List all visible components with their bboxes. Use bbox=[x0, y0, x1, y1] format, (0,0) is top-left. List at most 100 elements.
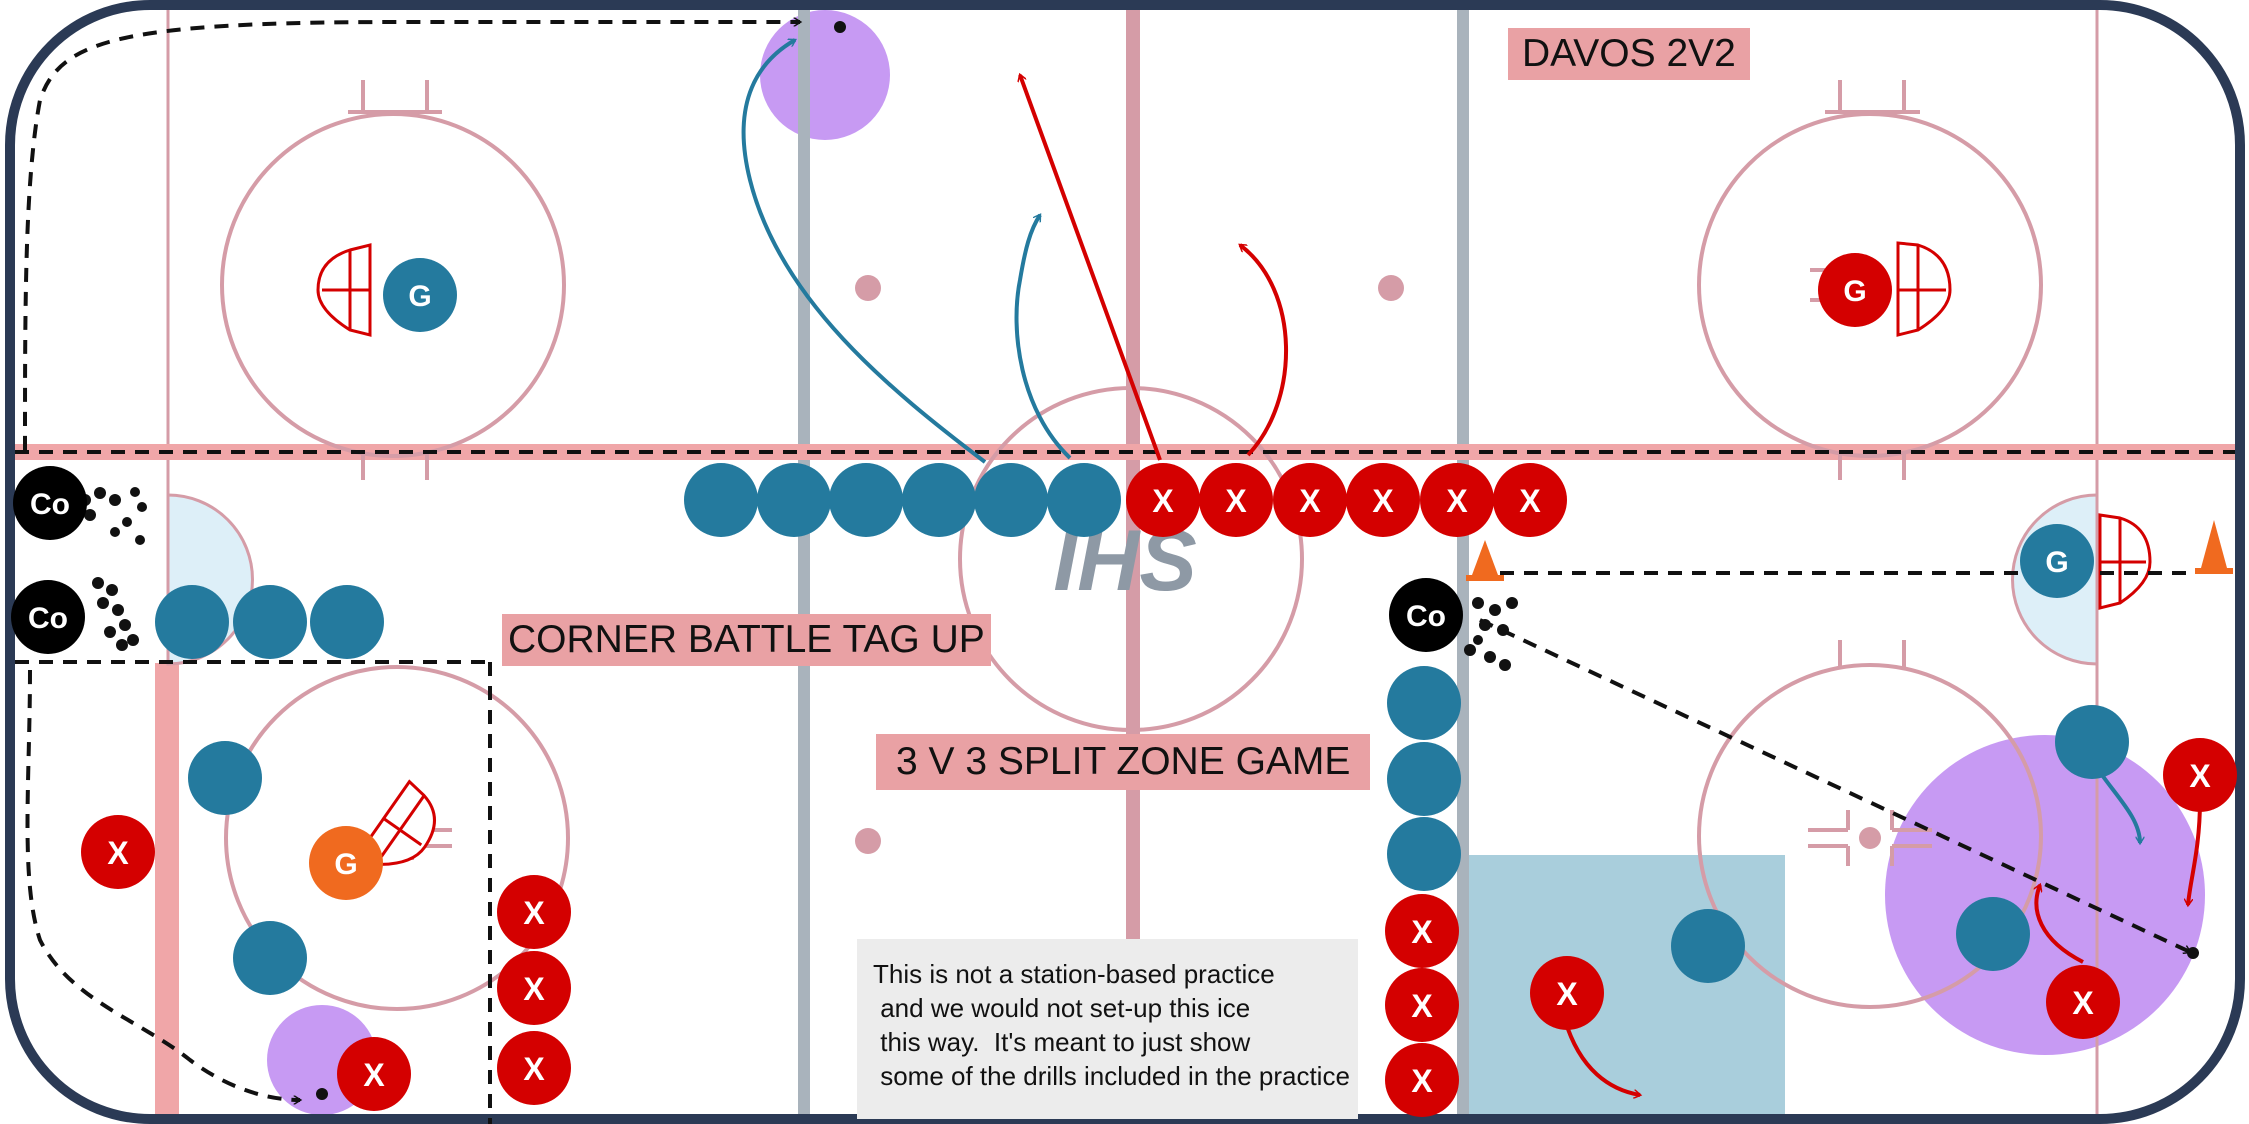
red-player-label: X bbox=[1446, 483, 1468, 519]
red-player bbox=[1385, 894, 1459, 968]
vertical-divider bbox=[155, 663, 179, 1119]
blue-player bbox=[1387, 666, 1461, 740]
blue-player bbox=[233, 921, 307, 995]
red-player-label: X bbox=[2189, 758, 2211, 794]
goalie-orange bbox=[309, 826, 383, 900]
red-player bbox=[1346, 463, 1420, 537]
blue-player bbox=[757, 463, 831, 537]
faceoff-circle bbox=[1697, 663, 2043, 1009]
coach bbox=[11, 580, 85, 654]
blue-player bbox=[155, 585, 229, 659]
faceoff-dot bbox=[1378, 275, 1404, 301]
blue-player bbox=[233, 585, 307, 659]
route-arrow bbox=[741, 38, 987, 464]
note-line: some of the drills included in the pract… bbox=[873, 1061, 1350, 1091]
red-player bbox=[497, 875, 571, 949]
purple-zone bbox=[1885, 735, 2205, 1055]
blue-player bbox=[1956, 897, 2030, 971]
blue-player bbox=[1387, 817, 1461, 891]
goalie-blue bbox=[2020, 524, 2094, 598]
red-player bbox=[497, 951, 571, 1025]
puck-pile bbox=[92, 577, 139, 651]
blue-player bbox=[684, 463, 758, 537]
blue-players bbox=[155, 463, 2129, 995]
red-player bbox=[1385, 968, 1459, 1042]
red-player bbox=[81, 815, 155, 889]
red-player bbox=[1420, 463, 1494, 537]
puck-pile bbox=[79, 487, 147, 545]
blue-player bbox=[188, 741, 262, 815]
route-arrow bbox=[1240, 243, 1289, 457]
red-player bbox=[2046, 965, 2120, 1039]
red-player-label: X bbox=[1411, 1063, 1433, 1099]
red-player-label: X bbox=[1372, 483, 1394, 519]
route-arrow bbox=[1014, 215, 1072, 460]
red-player-label: X bbox=[523, 895, 545, 931]
center-circle bbox=[958, 386, 1304, 732]
goalie-label: G bbox=[1843, 275, 1866, 308]
route-arrow bbox=[1020, 75, 1162, 461]
blue-player bbox=[310, 585, 384, 659]
note-line: This is not a station-based practice bbox=[873, 959, 1275, 989]
red-player-label: X bbox=[1299, 483, 1321, 519]
note-line: this way. It's meant to just show bbox=[873, 1027, 1251, 1057]
puck bbox=[316, 1088, 328, 1100]
goalie-label: G bbox=[334, 848, 357, 881]
red-player bbox=[1126, 463, 1200, 537]
label-davos: DAVOS 2V2 bbox=[1508, 28, 1750, 80]
goalie-red bbox=[1818, 253, 1892, 327]
red-player-label: X bbox=[523, 971, 545, 1007]
red-player-label: X bbox=[1519, 483, 1541, 519]
coach bbox=[13, 466, 87, 540]
blue-player bbox=[1047, 463, 1121, 537]
puck bbox=[834, 21, 846, 33]
red-player-label: X bbox=[363, 1057, 385, 1093]
red-player-label: X bbox=[2072, 985, 2094, 1021]
red-player bbox=[337, 1037, 411, 1111]
blue-player bbox=[974, 463, 1048, 537]
coach-label: Co bbox=[28, 602, 68, 635]
red-player-label: X bbox=[1411, 988, 1433, 1024]
faceoff-dot bbox=[855, 828, 881, 854]
red-player-label: X bbox=[523, 1051, 545, 1087]
faceoff-dot bbox=[1859, 827, 1881, 849]
red-player bbox=[1199, 463, 1273, 537]
blue-player bbox=[829, 463, 903, 537]
net-icon bbox=[1896, 241, 1952, 337]
purple-zone bbox=[760, 10, 890, 140]
red-player bbox=[2163, 738, 2237, 812]
net-icon bbox=[316, 243, 372, 337]
faceoff-circle bbox=[224, 665, 570, 1011]
route-arrow bbox=[2036, 885, 2084, 964]
goalie-label: G bbox=[408, 280, 431, 313]
blue-zone bbox=[1468, 855, 1785, 1119]
dashed-route bbox=[1479, 618, 2190, 952]
red-player bbox=[1530, 956, 1604, 1030]
goalie-blue bbox=[383, 258, 457, 332]
label-split-zone: 3 V 3 SPLIT ZONE GAME bbox=[876, 734, 1371, 790]
blue-player bbox=[902, 463, 976, 537]
red-player-label: X bbox=[107, 835, 129, 871]
faceoff-dot bbox=[855, 275, 881, 301]
red-player bbox=[1385, 1043, 1459, 1117]
blue-player bbox=[1387, 742, 1461, 816]
route-arrow bbox=[1563, 1019, 1640, 1095]
red-player-label: X bbox=[1152, 483, 1174, 519]
red-player bbox=[497, 1031, 571, 1105]
label-corner-battle: CORNER BATTLE TAG UP bbox=[502, 614, 991, 666]
red-player-label: X bbox=[1225, 483, 1247, 519]
rink-boards bbox=[5, 0, 2245, 1124]
note-line: and we would not set-up this ice bbox=[873, 993, 1251, 1023]
route-arrow bbox=[2188, 799, 2202, 905]
coach-label: Co bbox=[1406, 600, 1446, 633]
route-arrow bbox=[2100, 773, 2140, 843]
blue-player bbox=[1671, 909, 1745, 983]
dashed-route bbox=[23, 22, 800, 451]
coach-label: Co bbox=[30, 488, 70, 521]
note-box: This is not a station-based practice and… bbox=[857, 939, 1358, 1119]
goalie-label: G bbox=[2045, 546, 2068, 579]
puck bbox=[2187, 947, 2199, 959]
puck-pile bbox=[1464, 597, 1518, 671]
red-player-label: X bbox=[1556, 976, 1578, 1012]
